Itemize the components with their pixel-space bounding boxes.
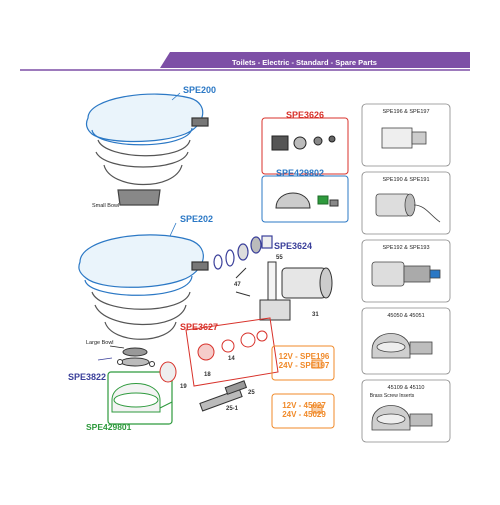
panel-illustrations	[371, 127, 441, 431]
shaft-parts	[199, 380, 248, 412]
panel-caption-4: 45050 & 45051	[387, 313, 425, 319]
panel-caption-1: SPE196 & SPE197	[382, 109, 430, 115]
small-bowl-toilet	[85, 93, 209, 206]
leader-lines	[97, 92, 181, 361]
label-spe3822: SPE3822	[68, 372, 107, 382]
part-number-25: 25	[248, 390, 255, 396]
motor-24v-label: 24V - 45029	[282, 410, 326, 419]
label-spe429802: SPE429802	[276, 168, 325, 178]
label-spe3626: SPE3626	[286, 110, 325, 120]
pump-24v-label: 24V - SPE197	[278, 361, 330, 370]
panel-note-brass-inserts: Brass Screw Inserts	[369, 393, 415, 399]
motor-voltage-labels: 12V - 45027 24V - 45029	[276, 401, 332, 419]
part-number-55: 55	[276, 255, 283, 261]
label-spe3627: SPE3627	[180, 322, 219, 332]
spe429802-part-group	[261, 175, 349, 223]
large-bowl-toilet	[78, 234, 209, 340]
label-spe429801: SPE429801	[86, 422, 132, 432]
spe3626-part-group	[261, 117, 349, 175]
part-number-14: 14	[228, 356, 235, 362]
orange-callouts	[271, 345, 335, 429]
panel-caption-2: SPE190 & SPE191	[382, 177, 430, 183]
part-number-25-1: 25-1	[226, 406, 239, 412]
header-banner	[20, 52, 470, 71]
part-number-47: 47	[234, 282, 241, 288]
part-number-31: 31	[312, 312, 319, 318]
label-spe3624: SPE3624	[274, 241, 313, 251]
part-number-18: 18	[204, 372, 211, 378]
spe3624-part-group	[213, 235, 273, 270]
motor-12v-label: 12V - 45027	[282, 401, 326, 410]
part-number-19: 19	[180, 384, 187, 390]
pump-voltage-labels: 12V - SPE196 24V - SPE197	[276, 352, 332, 370]
panel-caption-3: SPE192 & SPE193	[382, 245, 430, 251]
label-spe200: SPE200	[183, 85, 217, 95]
page-title: Toilets - Electric - Standard - Spare Pa…	[232, 58, 377, 67]
large-bowl-label: Large Bowl	[86, 340, 114, 346]
base-parts	[107, 347, 173, 425]
small-bowl-label: Small Bowl	[92, 203, 120, 209]
panel-caption-5: 45109 & 45110	[387, 385, 425, 391]
pump-12v-label: 12V - SPE196	[278, 352, 330, 361]
pump-motor-assembly	[235, 261, 333, 321]
label-spe202: SPE202	[180, 214, 214, 224]
spe3627-part-group	[159, 317, 279, 387]
